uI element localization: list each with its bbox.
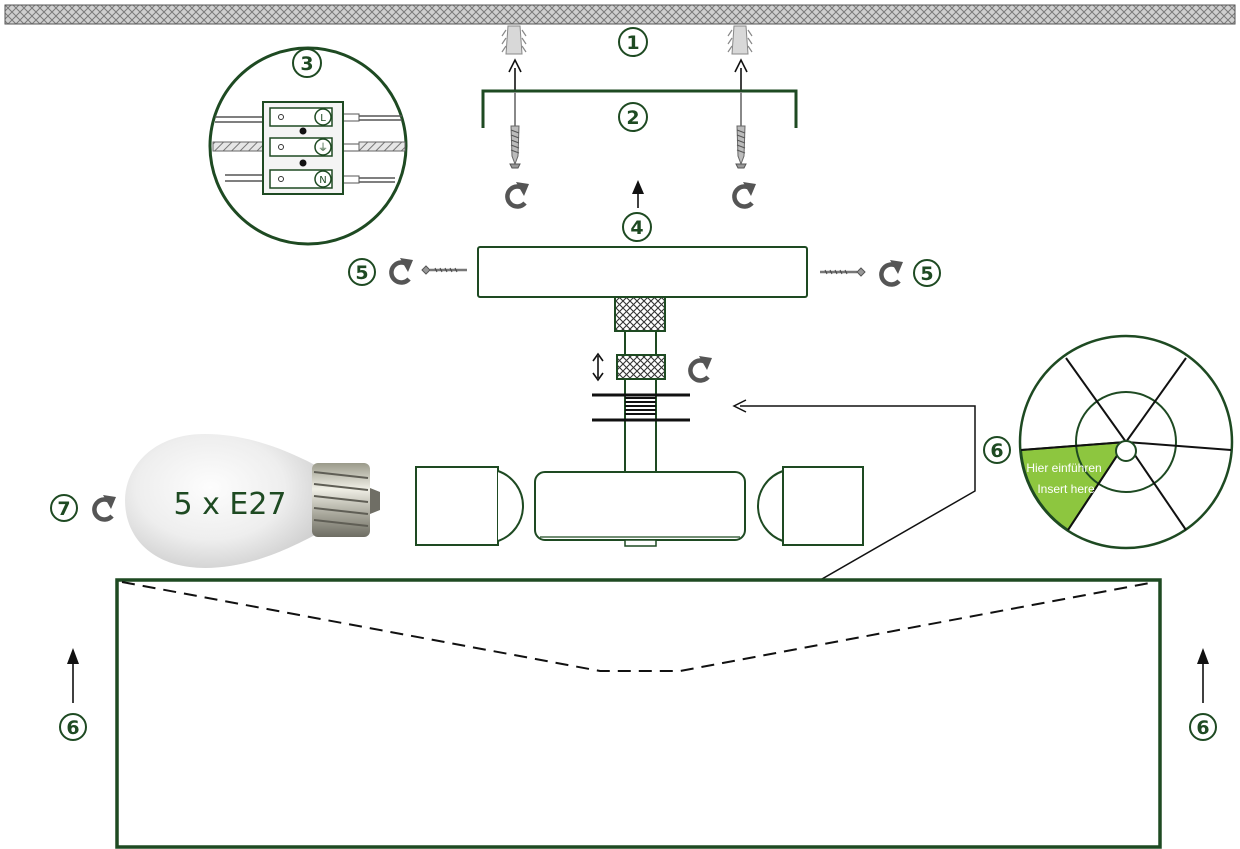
lamp-body — [534, 471, 746, 547]
rotate-clockwise-icon — [507, 182, 529, 207]
rotate-clockwise-icon — [690, 356, 712, 381]
step-5-marker-right: 5 — [913, 259, 941, 287]
arrow-up-shade-left — [67, 648, 79, 703]
step-6-marker-left: 6 — [59, 713, 87, 741]
step-4-marker: 4 — [622, 212, 652, 242]
wall-plug-right — [727, 25, 753, 55]
svg-text:1: 1 — [626, 32, 639, 54]
mounting-bracket — [481, 89, 798, 128]
height-adjust-icon — [592, 352, 604, 382]
svg-text:5: 5 — [355, 262, 368, 284]
svg-text:3: 3 — [300, 53, 313, 75]
side-screw-left — [421, 265, 467, 275]
terminal-live-label: L — [320, 113, 326, 124]
svg-text:6: 6 — [1196, 717, 1209, 739]
arrow-up-plug-left — [508, 58, 522, 90]
arrow-up-plug-right — [734, 58, 748, 90]
rotate-clockwise-icon — [391, 258, 413, 283]
screw-right — [735, 91, 747, 169]
arrow-up-shade-right — [1197, 648, 1209, 703]
rotate-clockwise-icon — [94, 495, 116, 520]
svg-text:5: 5 — [920, 263, 933, 285]
step-1-marker: 1 — [618, 27, 648, 57]
ground-icon: ⏚ — [318, 142, 328, 154]
socket-left — [415, 466, 524, 546]
svg-text:4: 4 — [630, 217, 643, 239]
canopy — [477, 246, 808, 298]
light-bulb — [125, 434, 380, 568]
step-3-marker: 3 — [292, 48, 322, 78]
shade-insert-detail: Hier einführen Insert here — [1018, 334, 1234, 550]
stem — [592, 296, 690, 472]
svg-text:2: 2 — [626, 107, 639, 129]
side-screw-right — [820, 267, 866, 277]
svg-text:7: 7 — [57, 498, 70, 520]
svg-text:6: 6 — [66, 717, 79, 739]
socket-right — [757, 466, 864, 546]
step-6-marker-detail: 6 — [983, 436, 1011, 464]
step-6-marker-right: 6 — [1189, 713, 1217, 741]
connector-detail: L ⏚ N — [208, 46, 408, 246]
step-2-marker: 2 — [618, 102, 648, 132]
insert-here-de: Hier einführen — [1026, 461, 1101, 475]
screw-left — [509, 91, 521, 169]
rotate-clockwise-icon — [734, 182, 756, 207]
step-7-marker: 7 — [50, 494, 78, 522]
ceiling — [4, 4, 1236, 25]
insert-here-en: Insert here — [1037, 482, 1095, 496]
rotate-clockwise-icon — [881, 260, 903, 285]
wall-plug-left — [501, 25, 527, 55]
step-5-marker-left: 5 — [348, 258, 376, 286]
terminal-neutral-label: N — [319, 175, 326, 186]
bulb-label: 5 x E27 — [173, 487, 286, 522]
lamp-shade — [115, 578, 1162, 849]
svg-text:6: 6 — [990, 440, 1003, 462]
arrow-up-canopy — [632, 180, 644, 208]
